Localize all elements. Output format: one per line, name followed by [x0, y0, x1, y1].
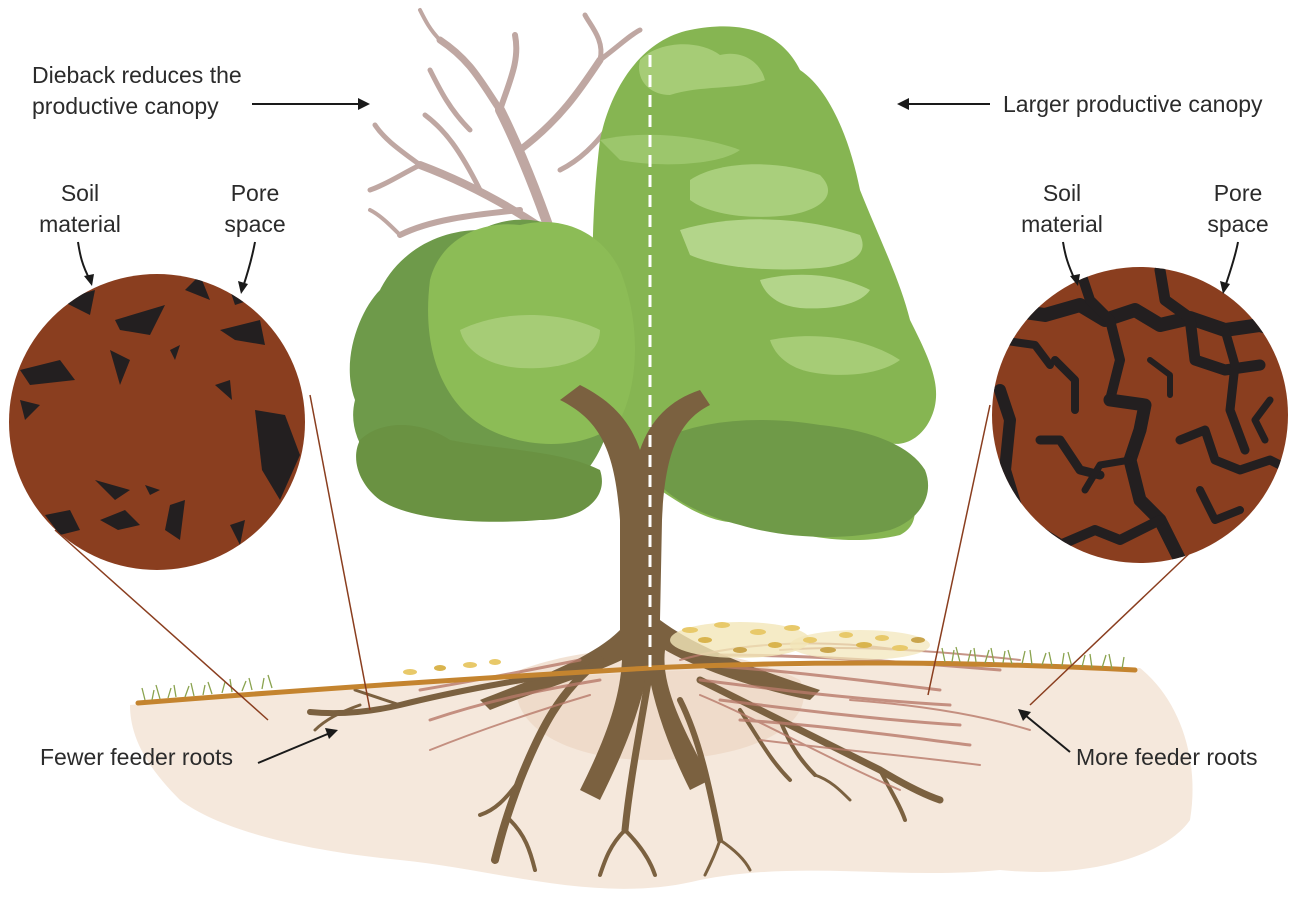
left-pore-space-label: Pore space [215, 178, 295, 240]
canopy-highlight-2 [690, 164, 828, 217]
healthy-soil-magnified [992, 267, 1295, 563]
compacted-soil-magnified [9, 274, 305, 570]
right-soil-material-line1: Soil [1012, 178, 1112, 209]
left-soil-material-line2: material [30, 209, 130, 240]
left-pore-space-line2: space [215, 209, 295, 240]
dieback-label-line2: productive canopy [32, 91, 242, 122]
left-soil-material-label: Soil material [30, 178, 130, 240]
right-soil-material-label: Soil material [1012, 178, 1112, 240]
more-feeder-roots-label: More feeder roots [1076, 742, 1258, 773]
right-pore-space-line1: Pore [1198, 178, 1278, 209]
left-soil-material-line1: Soil [30, 178, 130, 209]
right-pore-space-label: Pore space [1198, 178, 1278, 240]
fewer-feeder-roots-label: Fewer feeder roots [40, 742, 233, 773]
right-soil-material-line2: material [1012, 209, 1112, 240]
larger-canopy-label: Larger productive canopy [1003, 89, 1263, 120]
dieback-label-line1: Dieback reduces the [32, 60, 242, 91]
right-pore-space-line2: space [1198, 209, 1278, 240]
left-pore-space-line1: Pore [215, 178, 295, 209]
dieback-label: Dieback reduces the productive canopy [32, 60, 242, 122]
